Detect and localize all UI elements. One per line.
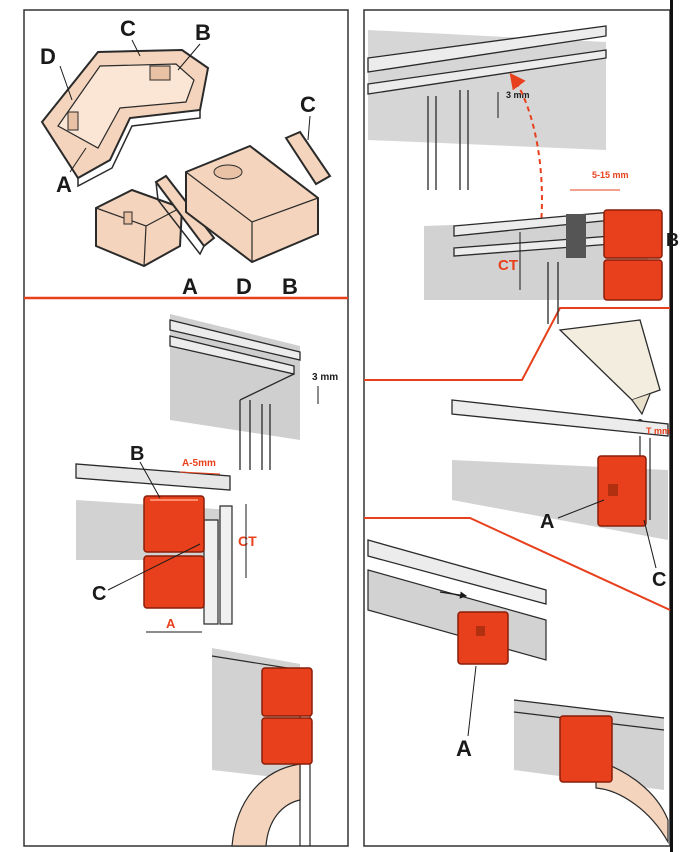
label-b-left: B: [130, 443, 144, 465]
gap-label-t: T mm: [646, 426, 670, 436]
label-a-1: A: [56, 172, 72, 197]
red-end-cap-bottom: [457, 611, 509, 665]
straight-joint-part: [185, 144, 319, 264]
right-bottom-view: A: [367, 539, 669, 845]
flex-duct-right: [595, 759, 669, 845]
red-joint-finished-left: [261, 667, 313, 765]
label-d-1: D: [40, 44, 56, 69]
blank-area: [36, 648, 172, 844]
measured-gap: [566, 214, 586, 258]
label-b-1: B: [195, 20, 211, 45]
gap-label-left: 3 mm: [312, 372, 338, 383]
cover-plate-part: [284, 130, 332, 186]
leader-b-left: [139, 461, 161, 499]
leader-b: [177, 43, 201, 71]
leader-c: [131, 39, 141, 57]
divider-right-1: [364, 307, 670, 381]
dim-range-label: 5-15 mm: [592, 170, 629, 180]
label-a-middle: A: [540, 511, 554, 533]
red-end-cap-a: [597, 455, 647, 527]
flex-duct-left: [231, 763, 301, 847]
label-b-2: B: [282, 274, 298, 299]
leader-d: [59, 65, 73, 101]
label-ct-right: CT: [498, 257, 518, 274]
divider-right-2: [364, 517, 671, 611]
exploded-parts-view: C B D A C A D B: [40, 16, 332, 299]
leader-c-middle: [643, 519, 657, 569]
label-a-left: A: [166, 616, 176, 631]
label-c-2: C: [300, 92, 316, 117]
left-install-view: 3 mm B A-5mm CT C A: [36, 314, 338, 847]
corner-piece: [40, 48, 210, 188]
corner-detail: [169, 319, 301, 470]
glue-tube: [558, 319, 661, 401]
label-ct-left: CT: [238, 533, 257, 549]
label-b-right: B: [666, 230, 679, 250]
red-joint-b-right: [603, 209, 663, 301]
transfer-arrow: [509, 72, 543, 237]
label-a-2: A: [182, 274, 198, 299]
leader-c-left: [107, 543, 201, 591]
leader-c2: [307, 115, 311, 141]
red-joint-left: [143, 495, 205, 609]
label-c-middle: C: [652, 569, 666, 591]
dim-a-minus-5: A-5mm: [182, 458, 216, 469]
leader-a-middle: [557, 499, 605, 519]
label-c-left: C: [92, 583, 106, 605]
right-middle-view: T mm A C: [451, 319, 670, 591]
right-top-view: 3 mm 5-15 mm CT B: [367, 25, 679, 324]
label-a-bottom: A: [456, 736, 472, 761]
label-d-2: D: [236, 274, 252, 299]
gap-label-right: 3 mm: [506, 90, 530, 100]
end-cap-part: [95, 188, 184, 268]
push-arrow: [439, 591, 468, 599]
leader-a-bottom: [467, 665, 477, 737]
label-c-1: C: [120, 16, 136, 41]
red-joint-finished-right: [559, 715, 613, 783]
panel-frames: [23, 0, 673, 852]
dim-a5-line: [179, 471, 221, 475]
leader-a: [69, 147, 87, 173]
